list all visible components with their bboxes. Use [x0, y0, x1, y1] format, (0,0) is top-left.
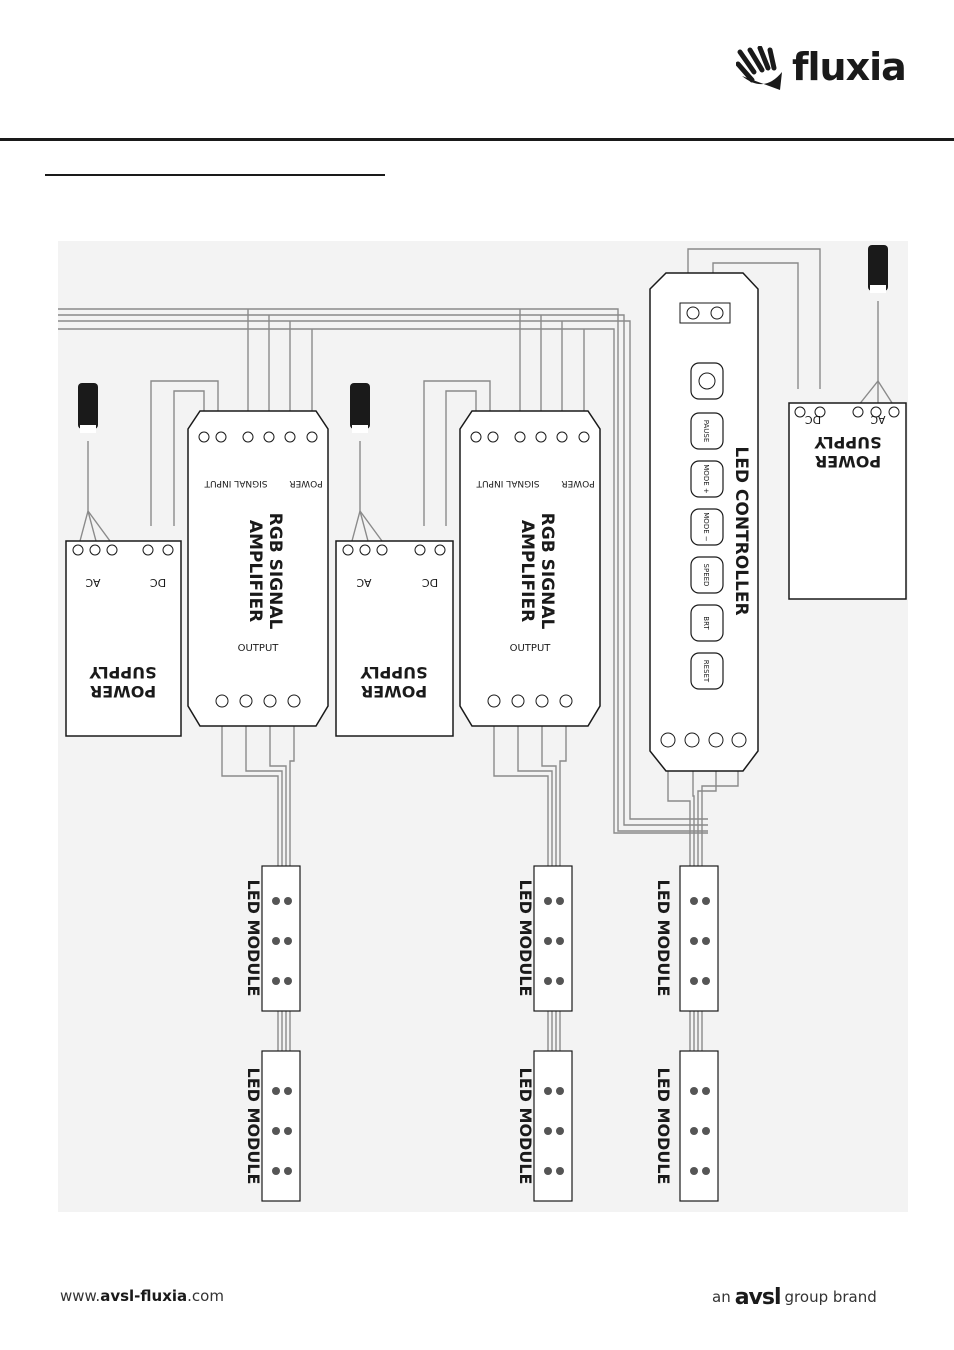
- svg-text:LED CONTROLLER: LED CONTROLLER: [731, 446, 751, 615]
- svg-text:RGB SIGNAL: RGB SIGNAL: [537, 513, 557, 630]
- svg-text:POWER: POWER: [90, 682, 156, 701]
- svg-text:DC: DC: [150, 576, 166, 589]
- svg-text:BRT: BRT: [702, 616, 710, 630]
- svg-text:MODE +: MODE +: [702, 464, 710, 494]
- svg-text:RESET: RESET: [702, 660, 710, 683]
- svg-text:LED MODULE: LED MODULE: [244, 880, 263, 997]
- svg-text:MODE −: MODE −: [702, 512, 710, 542]
- brand-name: fluxia: [792, 45, 907, 89]
- svg-text:SIGNAL INPUT: SIGNAL INPUT: [476, 478, 540, 488]
- wiring-diagram: POWER SUPPLY AC DC POWER SUPPLY AC DC PO…: [58, 241, 908, 1212]
- wiring-diagram-svg: POWER SUPPLY AC DC POWER SUPPLY AC DC PO…: [58, 245, 907, 1202]
- svg-text:AC: AC: [870, 413, 885, 426]
- power-supply-3: POWER SUPPLY AC DC: [788, 402, 907, 600]
- svg-text:AC: AC: [85, 576, 100, 589]
- svg-text:LED MODULE: LED MODULE: [654, 1068, 673, 1185]
- title-underline: [45, 174, 385, 176]
- svg-text:DC: DC: [805, 413, 821, 426]
- footer-website[interactable]: www.avsl-fluxia.com: [60, 1287, 224, 1305]
- svg-text:SUPPLY: SUPPLY: [814, 433, 882, 452]
- svg-text:RGB SIGNAL: RGB SIGNAL: [265, 513, 285, 630]
- svg-text:SPEED: SPEED: [702, 564, 710, 587]
- svg-text:PAUSE: PAUSE: [702, 420, 710, 443]
- power-supply-2: POWER SUPPLY AC DC: [335, 540, 454, 737]
- svg-text:LED MODULE: LED MODULE: [516, 880, 535, 997]
- rgb-signal-amplifier-2: RGB SIGNAL AMPLIFIER POWER SIGNAL INPUT …: [459, 410, 601, 727]
- svg-text:DC: DC: [422, 576, 438, 589]
- led-controller: PAUSE MODE + MODE − SPEED BRT RESET LED …: [649, 272, 759, 772]
- svg-text:SIGNAL INPUT: SIGNAL INPUT: [204, 478, 268, 488]
- svg-text:POWER: POWER: [289, 478, 322, 488]
- svg-text:SUPPLY: SUPPLY: [360, 663, 428, 682]
- svg-text:LED MODULE: LED MODULE: [516, 1068, 535, 1185]
- avsl-logo: avsl: [734, 1285, 782, 1310]
- svg-text:AMPLIFIER: AMPLIFIER: [517, 520, 537, 622]
- svg-text:AC: AC: [356, 576, 371, 589]
- header-divider: [0, 138, 954, 141]
- svg-text:LED MODULE: LED MODULE: [244, 1068, 263, 1185]
- svg-text:LED MODULE: LED MODULE: [654, 880, 673, 997]
- svg-text:OUTPUT: OUTPUT: [238, 643, 280, 654]
- brand-logo: [735, 45, 788, 92]
- power-icon: [698, 372, 716, 390]
- svg-text:SUPPLY: SUPPLY: [89, 663, 157, 682]
- led-modules: [261, 865, 719, 1202]
- svg-text:AMPLIFIER: AMPLIFIER: [245, 520, 265, 622]
- svg-text:POWER: POWER: [561, 478, 594, 488]
- power-supply-1: POWER SUPPLY AC DC: [65, 540, 182, 737]
- rgb-signal-amplifier-1: RGB SIGNAL AMPLIFIER POWER SIGNAL INPUT …: [187, 410, 329, 727]
- svg-text:OUTPUT: OUTPUT: [510, 643, 552, 654]
- svg-text:POWER: POWER: [361, 682, 427, 701]
- fluxia-logo-icon: [735, 45, 782, 90]
- svg-text:POWER: POWER: [815, 452, 881, 471]
